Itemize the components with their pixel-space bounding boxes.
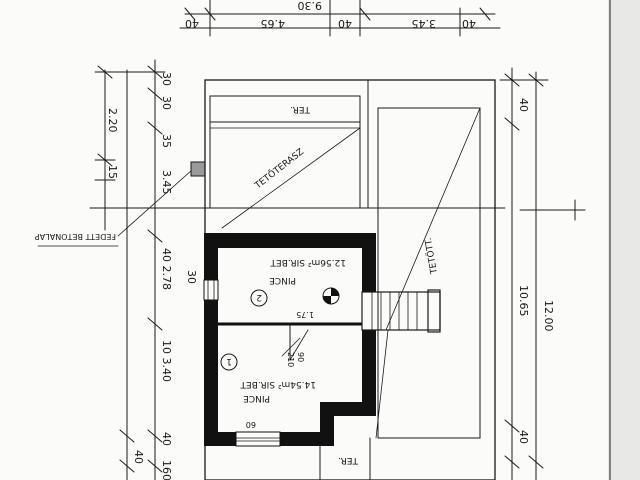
- terrace-outlines: [199, 79, 506, 480]
- chimney-symbol: [190, 161, 206, 177]
- room-2-area: 12.56m² SIR.BET: [270, 257, 346, 267]
- left-dim-lower: 10 3.40: [160, 340, 173, 382]
- room-1-area: 14.54m² SIR.BET: [240, 379, 316, 389]
- interior-door: [281, 323, 309, 361]
- paper-shadow: [608, 0, 640, 480]
- stair-dimension: 1.75: [296, 310, 314, 319]
- top-dimension-chain: 9.30 40 4.65 40 3.45 40: [179, 0, 501, 37]
- right-dimension-chains: 12.00 10.65 40 40: [499, 67, 586, 480]
- terrace-diagonal-label: TETŐTERASZ: [252, 146, 306, 192]
- room-2-number: 2: [256, 292, 262, 302]
- left-dim-220: 2.20: [106, 108, 119, 133]
- top-dim-4: 3.45: [412, 17, 437, 30]
- room-1-name: PINCE: [243, 393, 270, 403]
- left-dim-15: 15: [106, 165, 119, 179]
- left-dim-345: 3.45: [160, 170, 173, 195]
- floor-drain-symbol: [322, 287, 340, 305]
- covered-concrete-note: FEDETT BETONALAP: [35, 232, 116, 241]
- left-dim-30a: 30: [160, 72, 173, 86]
- left-window: [203, 279, 219, 301]
- left-dim-bottom-1: 40: [160, 432, 173, 446]
- left-dim-window: 30: [185, 270, 198, 284]
- room-1-number: 1: [226, 356, 232, 366]
- terrace-top-label: TER.: [290, 104, 311, 114]
- door-dim-210: 210: [286, 352, 295, 367]
- right-dim-outer: 12.00: [542, 300, 555, 332]
- bottom-window: [235, 431, 281, 447]
- right-dim-inner: 10.65: [517, 285, 530, 317]
- right-dim-small-2: 40: [517, 430, 530, 444]
- right-dim-small-1: 40: [517, 98, 530, 112]
- top-overall-dim: 9.30: [298, 0, 323, 12]
- left-dim-bottom-3: 160: [160, 460, 173, 480]
- room-2-name: PINCE: [269, 275, 296, 285]
- bottom-door-dim: 60: [246, 420, 256, 429]
- terrace-bottom-label: TER.: [338, 455, 359, 465]
- terrace-right-label: TETŐTT.: [423, 237, 440, 276]
- top-dim-3: 40: [338, 17, 352, 30]
- leader-line: [117, 169, 193, 237]
- room-2-label: 2 PINCE 12.56m² SIR.BET: [250, 257, 346, 307]
- left-dim-bottom-2: 40: [132, 450, 145, 464]
- left-dim-35: 35: [160, 134, 173, 148]
- door-dim-90: 90: [296, 352, 305, 362]
- left-dimension-chains: 30 2.20 15 30 35 3.45 40 2.78 10 3.40 30…: [89, 59, 226, 480]
- staircase: [361, 289, 441, 333]
- top-dim-2: 4.65: [261, 17, 286, 30]
- top-dim-1: 40: [185, 17, 199, 30]
- room-1-label: 1 PINCE 14.54m² SIR.BET: [220, 353, 316, 403]
- top-dim-5: 40: [462, 17, 476, 30]
- left-dim-30b: 30: [160, 96, 173, 110]
- left-dim-room: 40 2.78: [160, 248, 173, 290]
